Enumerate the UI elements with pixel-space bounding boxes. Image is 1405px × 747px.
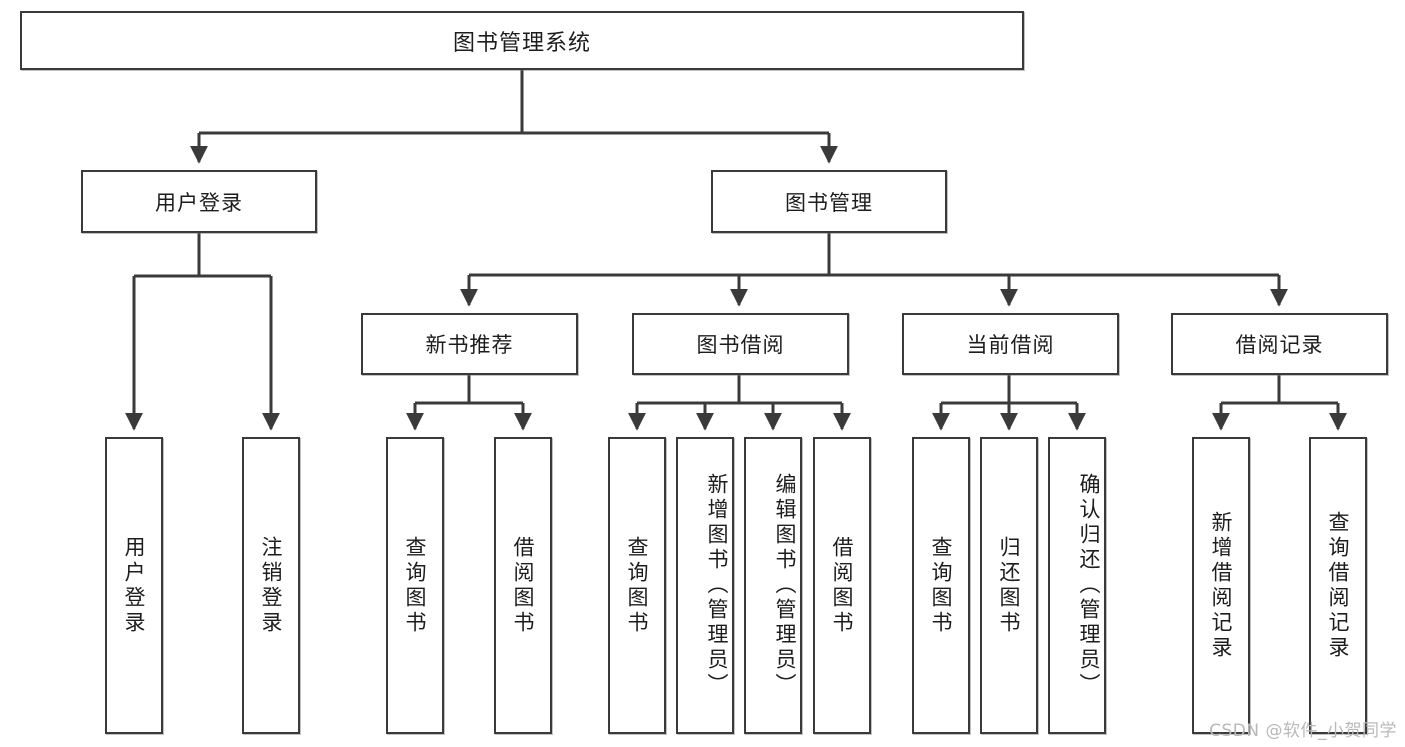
leaf-query-book-1[interactable]: 查询图书 xyxy=(386,437,444,734)
node-current-borrow[interactable]: 当前借阅 xyxy=(902,313,1119,375)
leaf-add-book[interactable]: 新增图书（管理员） xyxy=(676,437,734,734)
leaf-borrow-book-1[interactable]: 借阅图书 xyxy=(494,437,552,734)
node-new-book-rec[interactable]: 新书推荐 xyxy=(361,313,578,375)
leaf-borrow-book-2[interactable]: 借阅图书 xyxy=(813,437,871,734)
leaf-user-logout[interactable]: 注销登录 xyxy=(242,437,300,734)
leaf-return-book[interactable]: 归还图书 xyxy=(980,437,1038,734)
node-book-borrow[interactable]: 图书借阅 xyxy=(632,313,849,375)
node-user-login[interactable]: 用户登录 xyxy=(81,170,317,233)
leaf-add-record[interactable]: 新增借阅记录 xyxy=(1192,437,1250,734)
leaf-confirm-return[interactable]: 确认归还（管理员） xyxy=(1048,437,1106,734)
leaf-query-record[interactable]: 查询借阅记录 xyxy=(1309,437,1367,734)
node-book-manage[interactable]: 图书管理 xyxy=(711,170,947,233)
node-root[interactable]: 图书管理系统 xyxy=(20,11,1024,70)
leaf-user-login[interactable]: 用户登录 xyxy=(105,437,163,734)
leaf-query-book-3[interactable]: 查询图书 xyxy=(912,437,970,734)
node-borrow-record[interactable]: 借阅记录 xyxy=(1171,313,1388,375)
leaf-edit-book[interactable]: 编辑图书（管理员） xyxy=(744,437,802,734)
leaf-query-book-2[interactable]: 查询图书 xyxy=(608,437,666,734)
watermark-text: CSDN @软件_小贺同学 xyxy=(1209,721,1397,741)
